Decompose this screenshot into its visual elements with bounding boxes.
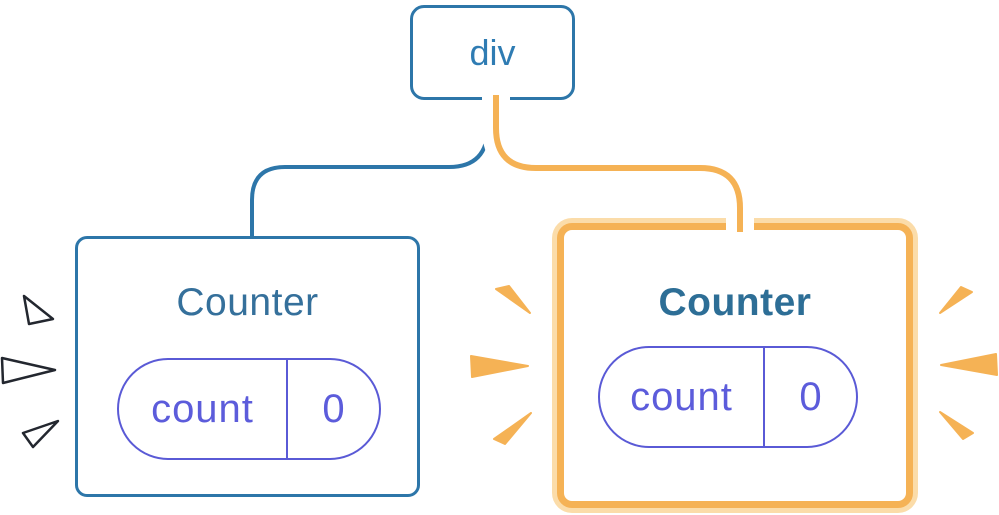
counter-node-left: Counter count 0 (75, 236, 420, 497)
state-pill-divider (763, 348, 765, 446)
state-pill-divider (286, 360, 288, 458)
state-value: 0 (322, 386, 345, 431)
spark-icon (939, 286, 973, 314)
root-node-div: div (410, 5, 575, 100)
state-pill: count 0 (598, 346, 858, 448)
spark-icon (22, 294, 55, 326)
edge-div-to-right-counter-casing (482, 95, 754, 232)
edge-div-to-right-counter (493, 95, 743, 232)
counter-node-right: Counter count 0 (557, 223, 913, 508)
state-value: 0 (799, 374, 822, 419)
counter-title: Counter (658, 281, 812, 324)
spark-icon (21, 419, 60, 449)
state-pill: count 0 (117, 358, 381, 460)
counter-title: Counter (176, 281, 319, 324)
spark-icon (940, 353, 998, 376)
spark-icon (939, 411, 974, 440)
spark-icon (495, 285, 531, 314)
counter-node-right-highlight-ring: Counter count 0 (552, 218, 918, 513)
edge-div-to-left-counter (250, 99, 490, 239)
spark-icon (470, 355, 529, 378)
spark-icon (493, 412, 532, 445)
spark-icon (0, 356, 57, 385)
state-key: count (151, 386, 254, 431)
state-key: count (630, 374, 733, 419)
